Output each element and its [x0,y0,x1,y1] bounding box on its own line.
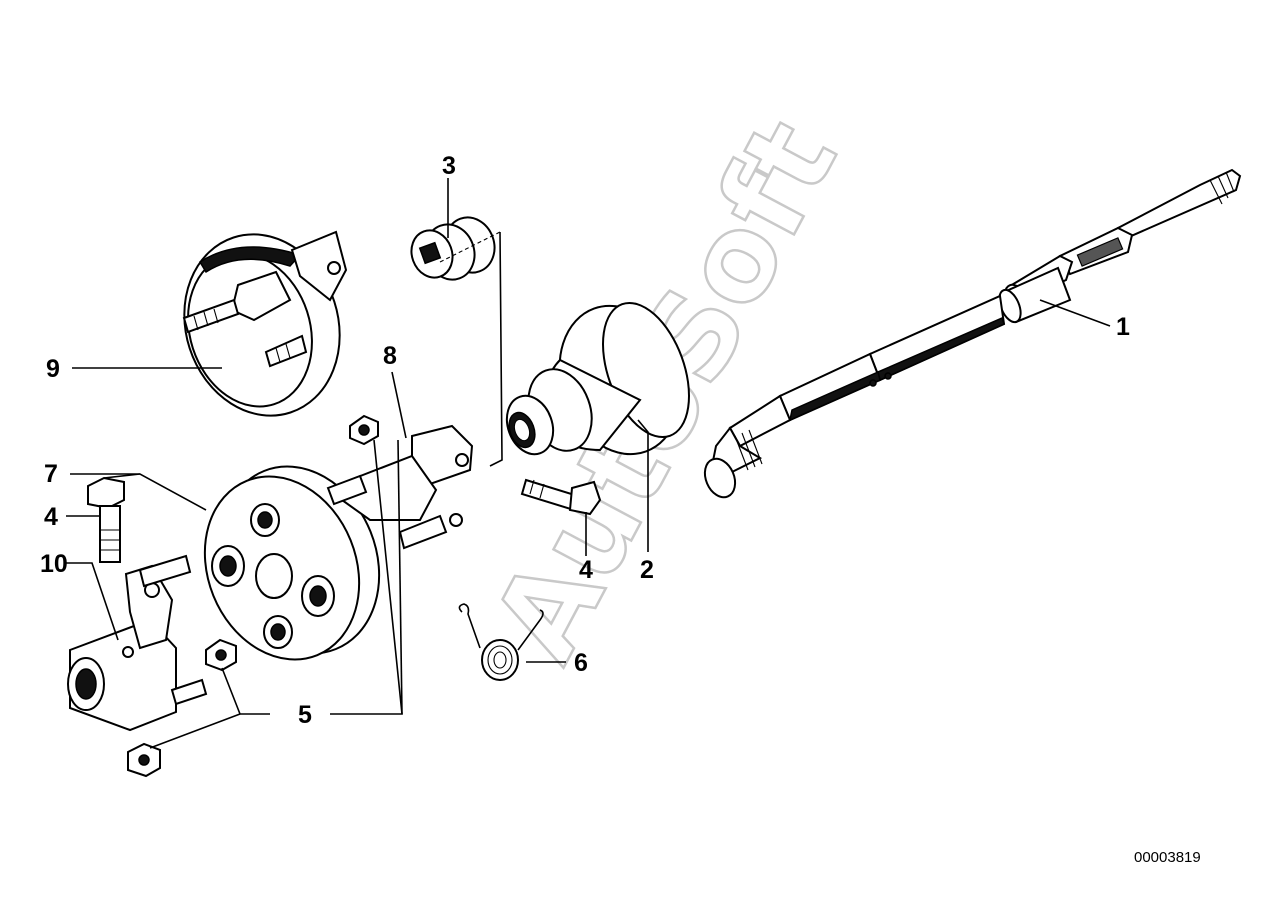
document-number: 00003819 [1134,849,1201,866]
callout-4-left: 4 [44,503,58,531]
callout-8: 8 [383,342,397,370]
callout-7: 7 [44,460,58,488]
callout-4-right: 4 [579,556,593,584]
spring-part [458,603,544,681]
yoke-part [326,424,474,550]
nut-bottom-part [127,742,161,778]
callout-9: 9 [46,355,60,383]
bushing-part [410,216,496,281]
callout-3: 3 [442,152,456,180]
callout-10: 10 [40,550,68,578]
bolt-right-part [520,478,602,516]
steering-shaft-part [703,168,1242,499]
clamp-part [67,554,208,732]
callout-5: 5 [298,701,312,729]
coupling-tool-part [182,230,348,417]
bolt-left-part [87,476,125,563]
callout-6: 6 [574,649,588,677]
rubber-boot-part [505,301,690,456]
leader-lines [66,178,1111,749]
flex-disc-part [203,465,381,661]
nut-top-part [349,414,379,446]
callout-2: 2 [640,556,654,584]
nut-middle-part [205,638,237,672]
callout-1: 1 [1116,313,1130,341]
